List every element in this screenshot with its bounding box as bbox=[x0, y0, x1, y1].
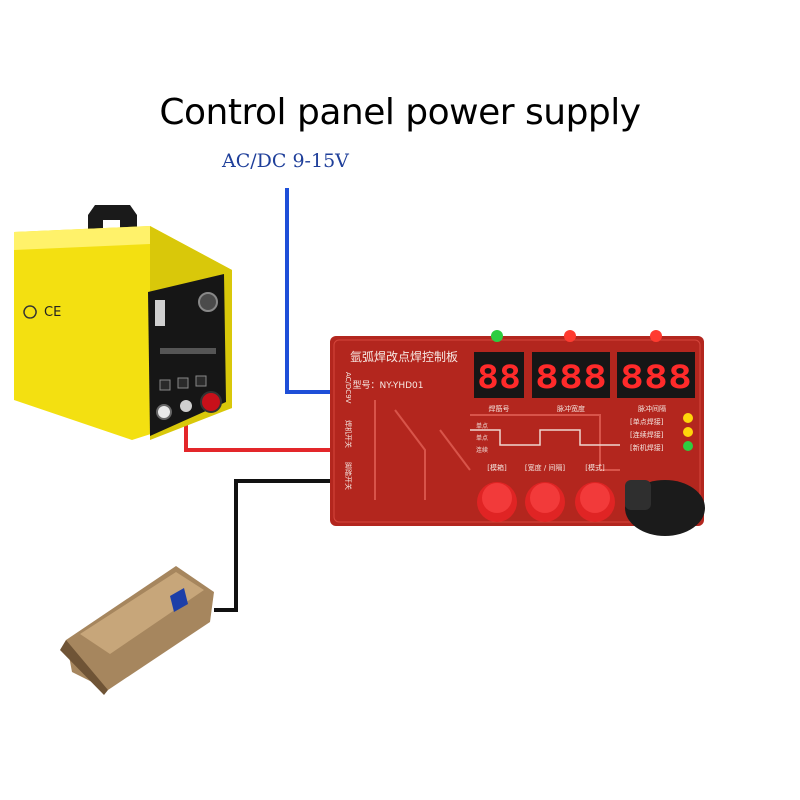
display-1: 88 bbox=[477, 358, 521, 396]
button-label-3: [模式] bbox=[585, 463, 605, 472]
board-model: 型号：NY-YHD01 bbox=[353, 380, 424, 391]
power-wire bbox=[285, 188, 333, 394]
side-label-power: AC/DC9V bbox=[344, 372, 352, 404]
display-2: 888 bbox=[535, 358, 607, 396]
waveform-label-1: 单点 bbox=[476, 422, 488, 430]
supply-voltage-label: AC/DC 9-15V bbox=[222, 150, 349, 172]
waveform-label-3: 连续 bbox=[476, 446, 488, 454]
board-name: 氩弧焊改点焊控制板 bbox=[350, 349, 458, 364]
waveform-label-2: 单点 bbox=[476, 434, 488, 442]
side-label-pedal: 脚踏开关 bbox=[344, 462, 353, 490]
pedal-wire bbox=[214, 479, 333, 612]
control-board bbox=[330, 330, 705, 536]
segment-label-1: 焊筋号 bbox=[489, 404, 510, 413]
display-3: 888 bbox=[620, 358, 692, 396]
foot-pedal bbox=[60, 566, 214, 695]
diagram-title: Control panel power supply bbox=[159, 92, 641, 133]
segment-label-2: 脉冲宽度 bbox=[557, 404, 585, 413]
welder-machine: CE bbox=[14, 205, 232, 440]
segment-label-3: 脉冲间隔 bbox=[638, 404, 666, 413]
mode-label-3: [新机焊接] bbox=[630, 443, 664, 452]
mode-label-1: [单点焊接] bbox=[630, 417, 664, 426]
svg-text:CE: CE bbox=[44, 305, 61, 320]
button-label-2: [宽度 / 间隔] bbox=[525, 463, 566, 472]
side-label-welder: 焊机开关 bbox=[344, 420, 353, 448]
mode-label-2: [连续焊接] bbox=[630, 430, 664, 439]
button-label-1: [模箱] bbox=[487, 463, 507, 472]
